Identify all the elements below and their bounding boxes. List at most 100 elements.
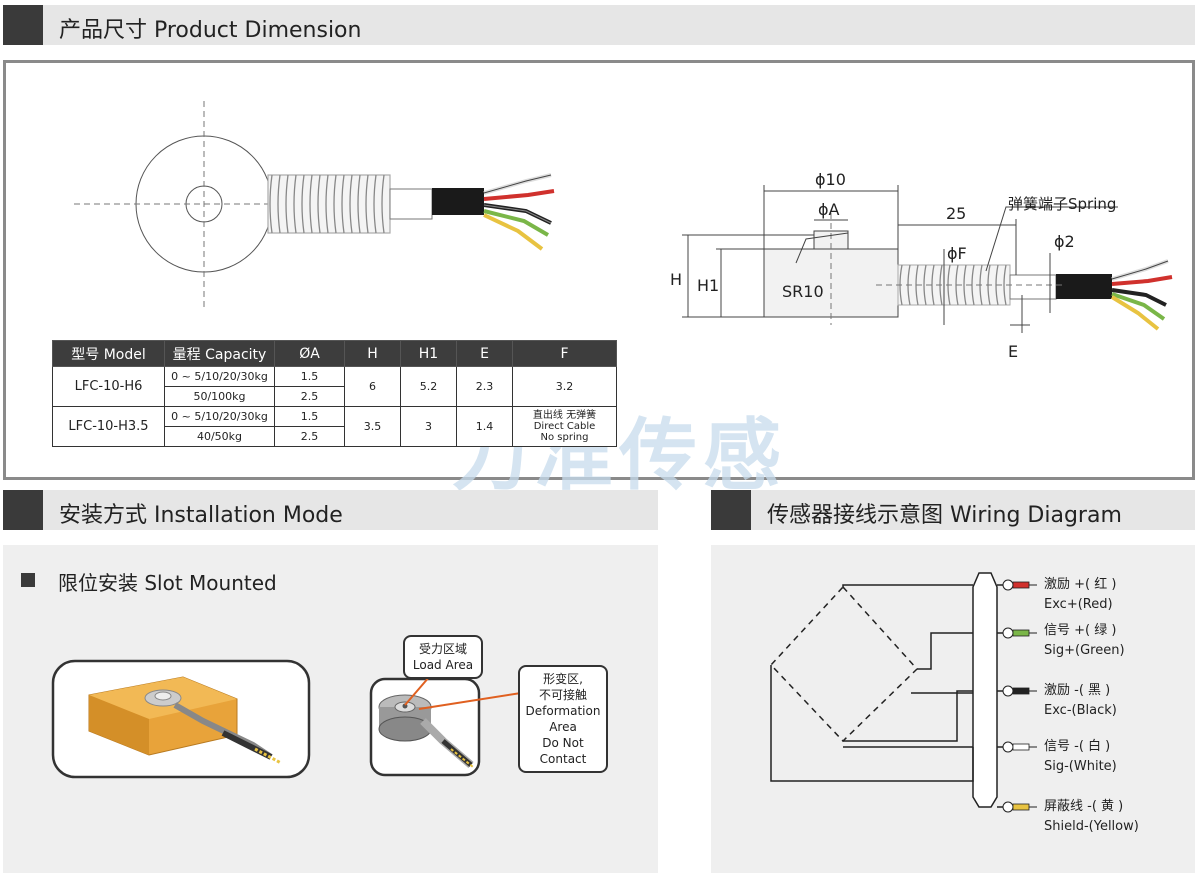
cell-capacity: 40/50kg [164, 426, 275, 447]
dimension-section-title: 产品尺寸 Product Dimension [59, 18, 362, 43]
cell-f: 3.2 [512, 366, 617, 407]
bridge-diamond [769, 585, 919, 743]
cell-f: 直出线 无弹簧 Direct Cable No spring [512, 406, 617, 447]
label-phi2: ϕ2 [1054, 232, 1075, 251]
deform-line6: Contact [539, 752, 587, 766]
wire-yellow-cn: 屏蔽线 -( 黄 ) [1044, 799, 1124, 814]
label-E: E [1008, 342, 1018, 361]
wire-end-white [1002, 741, 1037, 753]
cell-h1: 5.2 [400, 366, 457, 407]
label-H1: H1 [697, 276, 719, 295]
label-25: 25 [946, 204, 966, 223]
wiring-section-title: 传感器接线示意图 Wiring Diagram [767, 503, 1122, 528]
wire-label-black: 激励 -( 黑 ) Exc-(Black) [1044, 681, 1117, 721]
wire-red-en: Exc+(Red) [1044, 597, 1113, 612]
wire-yellow-en: Shield-(Yellow) [1044, 819, 1139, 834]
header-marker [711, 490, 751, 530]
cell-a: 2.5 [274, 386, 345, 407]
cell-f-line2: Direct Cable [533, 421, 596, 432]
wire-label-red: 激励 +( 红 ) Exc+(Red) [1044, 575, 1116, 615]
header-marker [3, 5, 43, 45]
cell-capacity: 0 ~ 5/10/20/30kg [164, 406, 275, 427]
deform-line1: 形变区, [543, 672, 583, 686]
cell-f-line3: No spring [540, 432, 589, 443]
label-phiF: ϕF [947, 244, 967, 263]
th-model: 型号 Model [52, 340, 165, 367]
wire-black-en: Exc-(Black) [1044, 703, 1117, 718]
label-phiA: ϕA [818, 200, 840, 219]
wiring-section-header: 传感器接线示意图 Wiring Diagram [711, 490, 1195, 530]
table-header-row: 型号 Model 量程 Capacity ØA H H1 E F [52, 340, 617, 367]
sensor-photo-icon [378, 694, 474, 769]
wire-label-white: 信号 -( 白 ) Sig-(White) [1044, 737, 1117, 777]
load-area-cn: 受力区域 [418, 642, 467, 656]
wire-end-yellow [1002, 801, 1037, 813]
wire-ends [1002, 579, 1037, 813]
top-view-sensor [74, 101, 555, 311]
th-h: H [344, 340, 401, 367]
label-H: H [670, 270, 682, 289]
cell-capacity: 50/100kg [164, 386, 275, 407]
installation-illustrations [51, 659, 522, 779]
wire-white-cn: 信号 -( 白 ) [1044, 739, 1111, 754]
cell-capacity: 0 ~ 5/10/20/30kg [164, 366, 275, 387]
bullet-square-icon [21, 573, 35, 587]
table-row: 40/50kg 2.5 [53, 426, 617, 447]
th-f: F [512, 340, 617, 367]
wire-end-black [1002, 685, 1037, 697]
spec-table: 型号 Model 量程 Capacity ØA H H1 E F LFC-10-… [52, 340, 617, 447]
wire-end-red [1002, 579, 1037, 591]
table-row: LFC-10-H6 0 ~ 5/10/20/30kg 1.5 6 5.2 2.3… [52, 366, 617, 407]
installation-section-title: 安装方式 Installation Mode [59, 503, 343, 528]
side-view-sensor [763, 213, 1173, 331]
deform-line4: Area [549, 720, 577, 734]
bridge-connections [770, 584, 1003, 808]
wire-green-en: Sig+(Green) [1044, 643, 1125, 658]
cell-e: 1.4 [456, 406, 513, 447]
table-row: 50/100kg 2.5 [53, 386, 617, 407]
dimension-section-header: 产品尺寸 Product Dimension [3, 5, 1195, 45]
wire-black-cn: 激励 -( 黑 ) [1044, 683, 1111, 698]
cell-h: 6 [344, 366, 401, 407]
deform-line2: 不可接触 [538, 688, 587, 702]
label-spring: 弹簧端子Spring [1008, 195, 1116, 213]
wire-label-yellow: 屏蔽线 -( 黄 ) Shield-(Yellow) [1044, 797, 1139, 837]
orange-mount-block-icon [88, 676, 282, 765]
installation-panel: 限位安装 Slot Mounted 受力区域 [3, 545, 658, 873]
slot-mounted-title: 限位安装 Slot Mounted [58, 571, 277, 595]
wire-label-green: 信号 +( 绿 ) Sig+(Green) [1044, 621, 1125, 661]
cell-h1: 3 [400, 406, 457, 447]
cell-a: 1.5 [274, 366, 345, 387]
table-row: LFC-10-H3.5 0 ~ 5/10/20/30kg 1.5 3.5 3 1… [52, 406, 617, 447]
wire-white-en: Sig-(White) [1044, 759, 1117, 774]
cell-h: 3.5 [344, 406, 401, 447]
deform-area-pointer [418, 692, 522, 710]
cell-e: 2.3 [456, 366, 513, 407]
deform-line5: Do Not [542, 736, 584, 750]
load-area-en: Load Area [412, 658, 474, 672]
cell-model: LFC-10-H3.5 [52, 406, 165, 447]
wiring-panel: 激励 +( 红 ) Exc+(Red) 信号 +( 绿 ) Sig+(Green… [711, 545, 1195, 873]
th-a: ØA [274, 340, 345, 367]
dimension-drawing: ϕ10 ϕA 25 弹簧端子Spring ϕF ϕ2 H H1 SR10 E [74, 101, 1173, 361]
label-phi10: ϕ10 [815, 170, 846, 189]
deform-line3: Deformation [525, 704, 601, 718]
dimension-panel: ϕ10 ϕA 25 弹簧端子Spring ϕF ϕ2 H H1 SR10 E 力… [3, 60, 1195, 501]
th-capacity: 量程 Capacity [164, 340, 275, 367]
cell-a: 1.5 [274, 406, 345, 427]
cell-model: LFC-10-H6 [52, 366, 165, 407]
wire-red-cn: 激励 +( 红 ) [1044, 577, 1117, 592]
wire-green-cn: 信号 +( 绿 ) [1044, 623, 1117, 638]
cell-f-line1: 直出线 无弹簧 [532, 410, 597, 421]
cable-bundle [972, 572, 998, 808]
th-e: E [456, 340, 513, 367]
dimension-lines [682, 185, 1118, 333]
wiring-diagram [769, 572, 1037, 813]
deformation-area-callout: 形变区, 不可接触 Deformation Area Do Not Contac… [518, 665, 608, 773]
header-marker [3, 490, 43, 530]
label-SR10: SR10 [782, 282, 824, 301]
th-h1: H1 [400, 340, 457, 367]
wire-end-green [1002, 627, 1037, 639]
dimension-labels: ϕ10 ϕA 25 弹簧端子Spring ϕF ϕ2 H H1 SR10 E [670, 170, 1116, 361]
cell-a: 2.5 [274, 426, 345, 447]
